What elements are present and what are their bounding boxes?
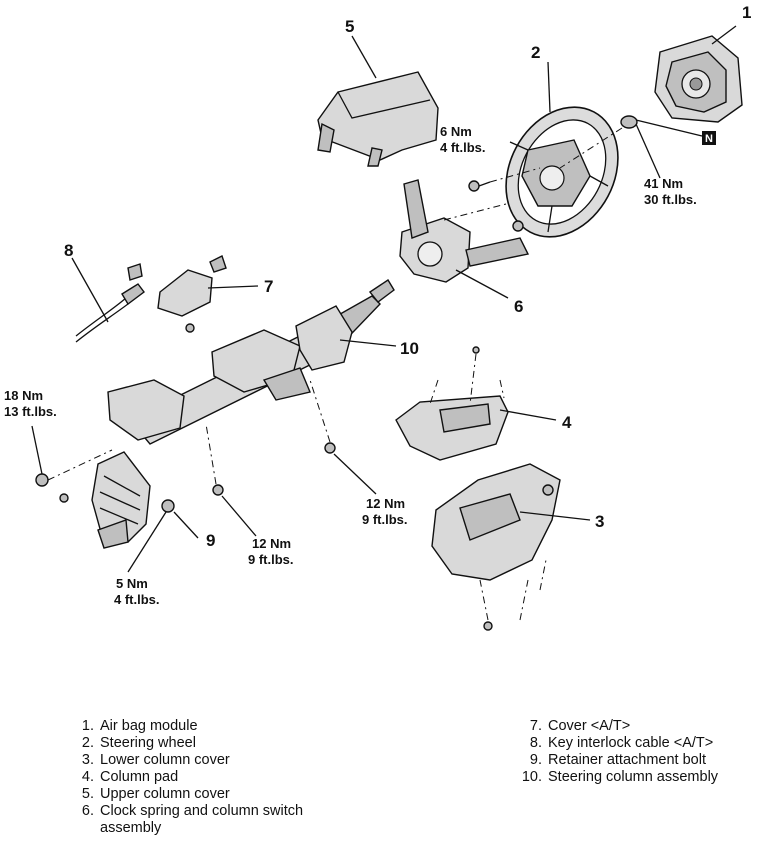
- legend-text: Upper column cover: [100, 786, 230, 802]
- torque-12nm-b-line2: 9 ft.lbs.: [362, 512, 408, 527]
- legend-number: 3.: [81, 752, 94, 768]
- legend-text: Air bag module: [100, 718, 198, 734]
- legend-item: 2. Steering wheel: [72, 735, 372, 752]
- lower-column-cover: [431, 463, 591, 631]
- callout-9: 9: [206, 531, 215, 550]
- legend-item: 4. Column pad: [72, 769, 372, 786]
- steering-wheel-nut: [559, 115, 703, 179]
- legend-text: Lower column cover: [100, 752, 230, 768]
- callout-1: 1: [742, 3, 751, 22]
- air-bag-module: [654, 25, 743, 123]
- legend-number: 9.: [529, 752, 542, 768]
- legend-text: Clock spring and column switch assembly: [100, 803, 304, 836]
- exploded-view-diagram: N: [4, 3, 751, 631]
- legend-item: 10. Steering column assembly: [520, 769, 770, 786]
- callout-7: 7: [264, 277, 273, 296]
- torque-12nm-a-line1: 12 Nm: [252, 536, 291, 551]
- callout-6: 6: [514, 297, 523, 316]
- legend-number: 8.: [529, 735, 542, 751]
- column-pad: [395, 346, 557, 461]
- cover-at: [127, 255, 259, 333]
- legend-text: Steering column assembly: [548, 769, 719, 785]
- n-mark-box: [702, 131, 716, 145]
- callout-4: 4: [562, 413, 572, 432]
- legend-item: 6. Clock spring and column switch assembl…: [72, 803, 362, 837]
- bolt-12nm-b: [309, 379, 377, 495]
- key-interlock-cable: [71, 257, 145, 343]
- legend-text: Column pad: [100, 769, 179, 785]
- retainer-boot: [91, 451, 199, 573]
- legend-left-column: 1. Air bag module 2. Steering wheel 3. Lowe…: [72, 718, 372, 837]
- legend-number: 10.: [521, 769, 542, 785]
- torque-6nm-line2: 4 ft.lbs.: [440, 140, 486, 155]
- torque-12nm-a-line2: 9 ft.lbs.: [248, 552, 294, 567]
- steering-column-assembly: [107, 279, 397, 445]
- steering-wheel: [505, 61, 619, 238]
- n-mark-label: N: [705, 133, 713, 145]
- torque-5nm-line2: 4 ft.lbs.: [114, 592, 160, 607]
- legend-item: 9. Retainer attachment bolt: [520, 752, 770, 769]
- upper-column-cover: [317, 35, 439, 167]
- torque-18nm-line2: 13 ft.lbs.: [4, 404, 57, 419]
- legend-text: Cover <A/T>: [548, 718, 631, 734]
- bolt-12nm-a: [205, 423, 257, 537]
- legend-number: 6.: [81, 803, 94, 819]
- torque-18nm-line1: 18 Nm: [4, 388, 43, 403]
- legend-item: 5. Upper column cover: [72, 786, 372, 803]
- torque-41nm-line2: 30 ft.lbs.: [644, 192, 697, 207]
- legend-right-column: 7. Cover <A/T> 8. Key interlock cable <A/T…: [520, 718, 770, 786]
- legend-text: Retainer attachment bolt: [548, 752, 706, 768]
- wheel-bolt-6nm: [468, 167, 541, 192]
- parts-legend: 1. Air bag module 2. Steering wheel 3. Lowe…: [0, 718, 770, 842]
- legend-item: 1. Air bag module: [72, 718, 372, 735]
- legend-item: 7. Cover <A/T>: [520, 718, 770, 735]
- legend-number: 1.: [81, 718, 94, 734]
- legend-item: 8. Key interlock cable <A/T>: [520, 735, 770, 752]
- legend-text: Steering wheel: [100, 735, 196, 751]
- legend-number: 5.: [81, 786, 94, 802]
- torque-41nm-line1: 41 Nm: [644, 176, 683, 191]
- clock-spring-switch-assembly: [399, 179, 530, 299]
- legend-item: 3. Lower column cover: [72, 752, 372, 769]
- torque-12nm-b-line1: 12 Nm: [366, 496, 405, 511]
- callout-10: 10: [400, 339, 419, 358]
- torque-5nm-line1: 5 Nm: [116, 576, 148, 591]
- legend-number: 2.: [81, 735, 94, 751]
- legend-number: 7.: [529, 718, 542, 734]
- bolt-18nm: [31, 425, 113, 503]
- legend-text: Key interlock cable <A/T>: [548, 735, 714, 751]
- callout-5: 5: [345, 17, 354, 36]
- callout-3: 3: [595, 512, 604, 531]
- callout-2: 2: [531, 43, 540, 62]
- torque-6nm-line1: 6 Nm: [440, 124, 472, 139]
- legend-number: 4.: [81, 769, 94, 785]
- callout-8: 8: [64, 241, 73, 260]
